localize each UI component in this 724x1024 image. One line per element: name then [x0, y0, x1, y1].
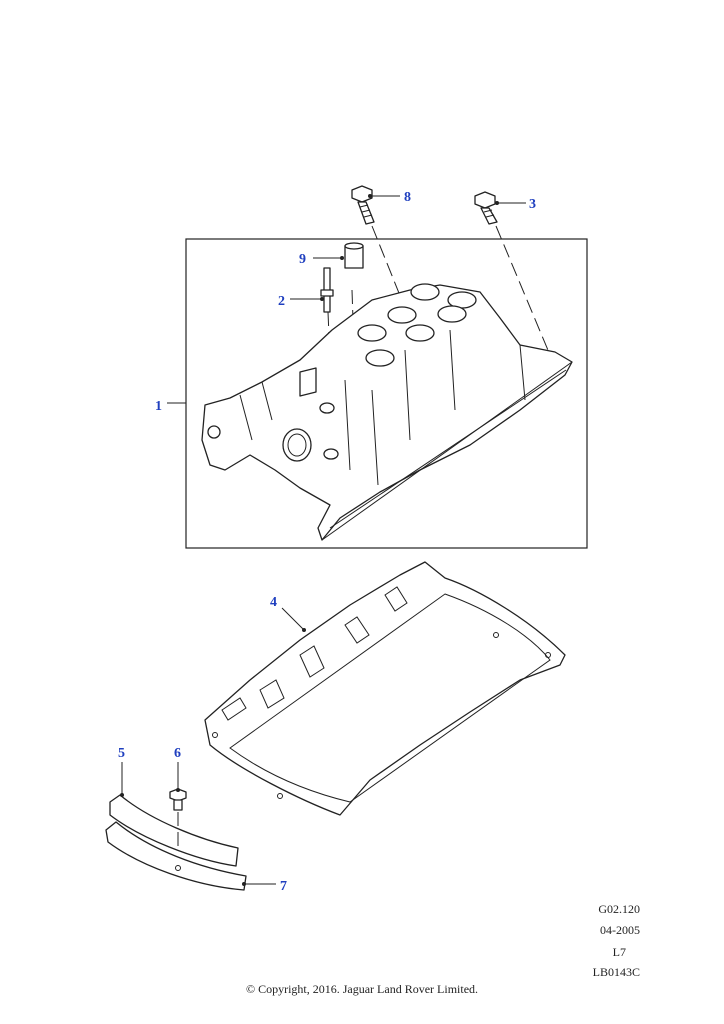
date-code: 04-2005: [600, 923, 640, 937]
fitting-line-bolt-3: [495, 225, 551, 356]
level-code: L7: [612, 945, 626, 959]
illustration-code: LB0143C: [592, 965, 640, 979]
leader-lines: [120, 194, 526, 886]
bolt-part-6: [169, 788, 187, 811]
callout-6: 6: [174, 746, 181, 761]
callout-2: 2: [278, 294, 285, 309]
gasket-part-4: [204, 561, 566, 816]
manifold-parts-box: [185, 238, 588, 549]
callout-4: 4: [270, 595, 277, 610]
intake-manifold-part-1: [201, 283, 573, 541]
copyright-notice: © Copyright, 2016. Jaguar Land Rover Lim…: [245, 982, 479, 996]
callout-7: 7: [280, 879, 287, 894]
bolt-part-8: [351, 185, 375, 225]
seal-part-7: [105, 821, 247, 891]
seal-part-5: [109, 794, 239, 867]
callout-1: 1: [155, 399, 162, 414]
group-code: G02.120: [598, 902, 640, 916]
callout-3: 3: [529, 197, 536, 212]
callout-5: 5: [118, 746, 125, 761]
sleeve-part-9: [344, 242, 364, 269]
bolt-part-3: [474, 191, 498, 225]
stud-part-2: [320, 267, 334, 313]
callout-9: 9: [299, 252, 306, 267]
callout-8: 8: [404, 190, 411, 205]
